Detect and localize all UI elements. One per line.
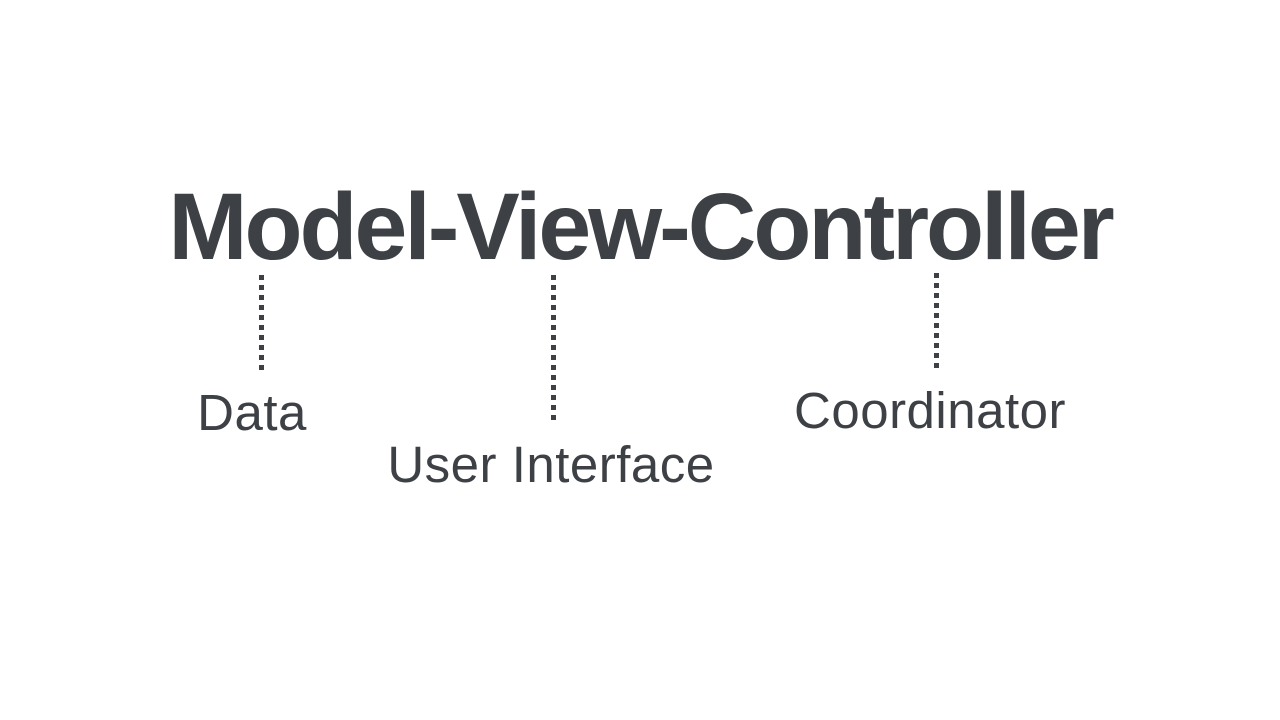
label-view-user-interface: User Interface (387, 436, 715, 493)
label-controller-coordinator: Coordinator (794, 382, 1066, 439)
slide-title: Model-View-Controller (168, 174, 1114, 280)
model-connector-dotted-line (259, 275, 264, 373)
label-model-data: Data (197, 384, 307, 441)
controller-connector-dotted-line (934, 273, 939, 371)
view-connector-dotted-line (551, 275, 556, 420)
